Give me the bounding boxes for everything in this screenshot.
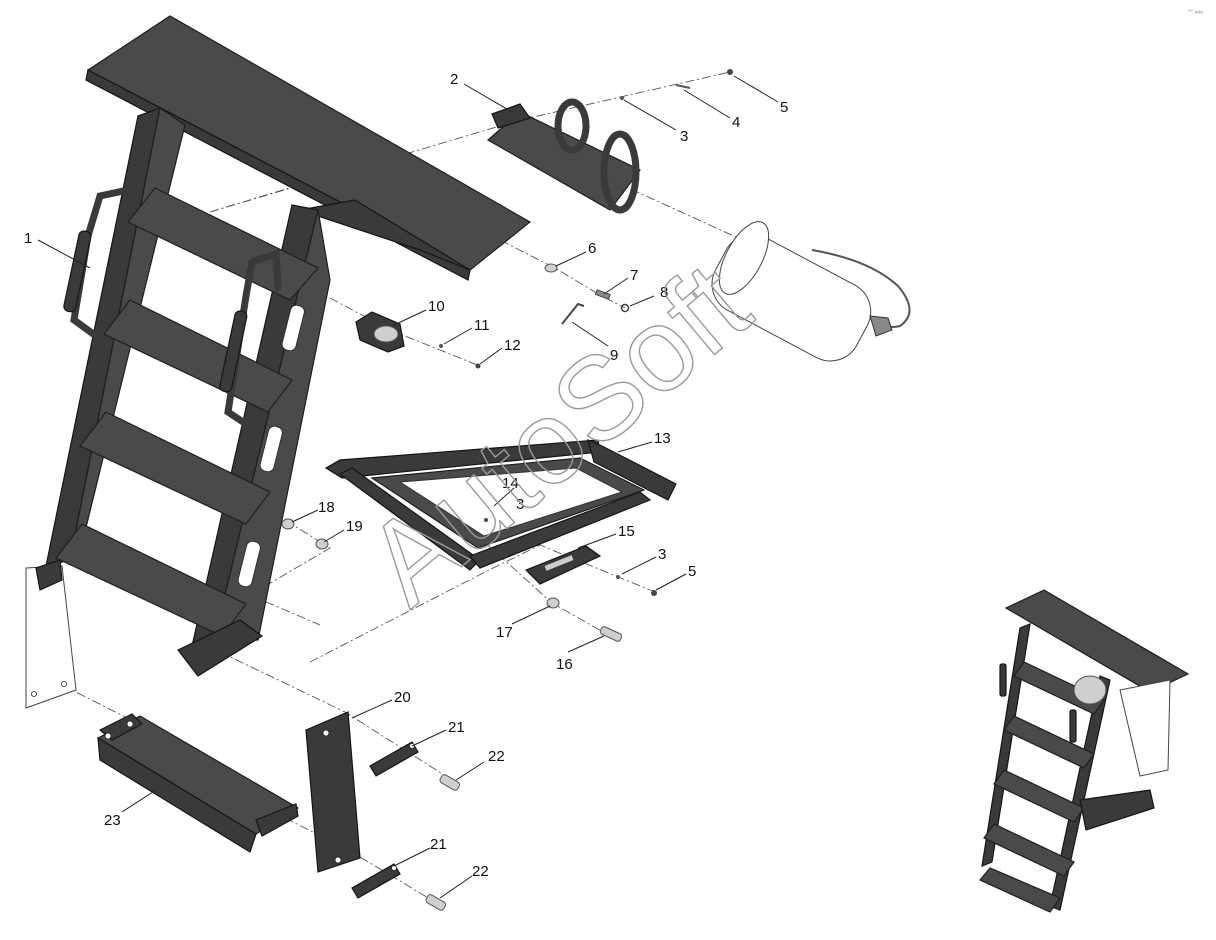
lower-step (96, 713, 300, 853)
callout-10: 10 (428, 298, 445, 315)
callout-9: 9 (610, 347, 618, 364)
lower-fasteners (281, 518, 623, 642)
callout-1: 1 (24, 230, 32, 247)
callout-21-upper: 21 (448, 719, 465, 736)
extinguisher-bracket (486, 98, 641, 214)
callout-11: 11 (474, 317, 490, 334)
callout-21-lower: 21 (430, 836, 447, 853)
callout-4: 4 (732, 114, 740, 131)
top-fasteners (620, 69, 733, 100)
callout-3-latch: 3 (658, 546, 666, 563)
assembled-thumbnail (979, 589, 1190, 913)
ladder-assembly (25, 15, 532, 709)
corner-mark: °° ∞∞ (1188, 10, 1203, 16)
callout-19: 19 (346, 518, 363, 535)
callout-5: 5 (780, 99, 788, 116)
callout-23: 23 (104, 812, 121, 829)
callout-15: 15 (618, 523, 635, 540)
leader-lines (37, 75, 779, 899)
cover-plate (305, 711, 361, 873)
clamp-and-fasteners (355, 263, 630, 369)
callout-16: 16 (556, 656, 573, 673)
callout-13: 13 (654, 430, 671, 447)
callout-7: 7 (630, 267, 638, 284)
callout-3: 3 (680, 128, 688, 145)
callout-labels: 1 2 3 4 5 6 7 8 9 10 11 12 13 14 3 15 3 … (24, 71, 788, 880)
callout-17: 17 (496, 624, 513, 641)
latch-plate (524, 545, 657, 596)
swing-frame (324, 438, 677, 571)
callout-22-lower: 22 (472, 863, 489, 880)
callout-3-frame: 3 (516, 496, 524, 513)
callout-18: 18 (318, 499, 335, 516)
callout-20: 20 (394, 689, 411, 706)
callout-8: 8 (660, 284, 668, 301)
straps-and-bolts (351, 741, 461, 911)
callout-22-upper: 22 (488, 748, 505, 765)
callout-12: 12 (504, 337, 521, 354)
extinguisher-cylinder (711, 221, 911, 362)
callout-2: 2 (450, 71, 458, 88)
callout-6: 6 (588, 240, 596, 257)
callout-14: 14 (502, 475, 519, 492)
callout-5-latch: 5 (688, 563, 696, 580)
